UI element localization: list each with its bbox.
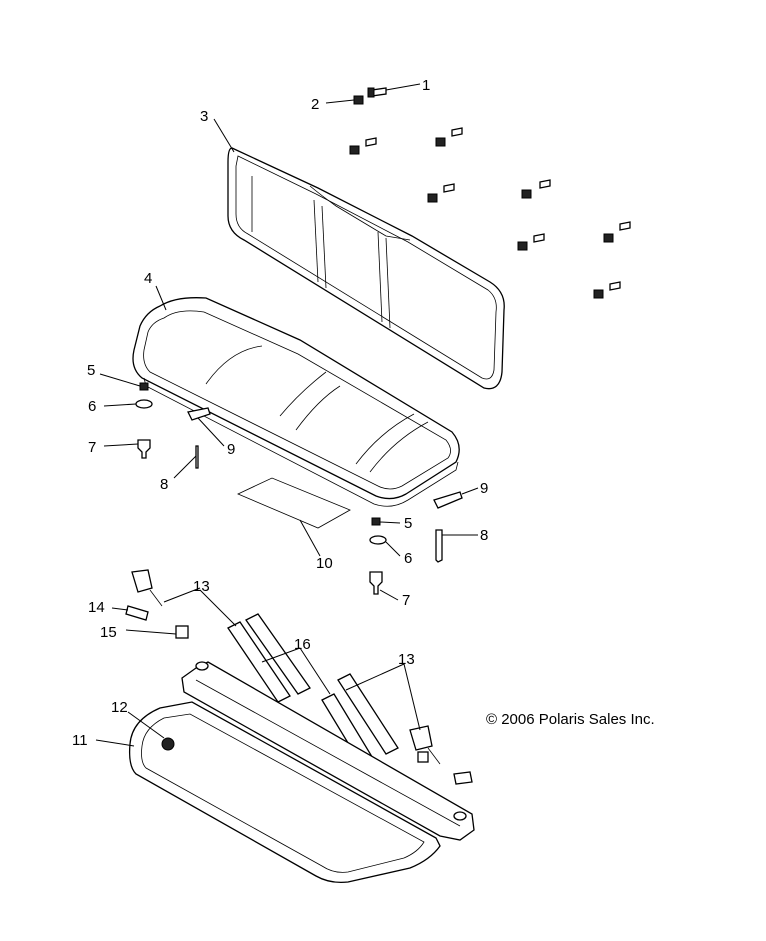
- belt-left-b: [245, 613, 311, 695]
- callout-5-left: 5: [87, 362, 95, 379]
- nut-2: [353, 95, 364, 105]
- callout-13-left: 13: [193, 578, 210, 595]
- bracket-9-left: [187, 407, 211, 421]
- callout-3: 3: [200, 108, 208, 125]
- seat-pad: [237, 477, 351, 529]
- seat-frame: [128, 661, 475, 884]
- screw-1: [367, 87, 387, 98]
- leader-lines: [95, 83, 479, 747]
- callout-7-right: 7: [402, 592, 410, 609]
- seat-cushion: [132, 297, 460, 507]
- buckle-left: [131, 569, 153, 593]
- callout-16: 16: [294, 636, 311, 653]
- washer-6-right: [369, 535, 387, 545]
- nut-5-right: [371, 517, 381, 526]
- fastener-7-right: [369, 571, 383, 595]
- callout-9-left: 9: [227, 441, 235, 458]
- pin-8-right: [435, 529, 443, 563]
- callout-5-right: 5: [404, 515, 412, 532]
- callout-15: 15: [100, 624, 117, 641]
- nut-12: [161, 737, 175, 751]
- seat-belts: [227, 613, 473, 785]
- seat-back: [227, 147, 505, 390]
- callout-7-left: 7: [88, 439, 96, 456]
- bolt-14: [125, 605, 149, 621]
- callout-2: 2: [311, 96, 319, 113]
- callout-6-right: 6: [404, 550, 412, 567]
- spacer-15: [175, 625, 189, 639]
- copyright-notice: © 2006 Polaris Sales Inc.: [486, 711, 655, 728]
- belt-right-b: [337, 673, 399, 755]
- callout-11: 11: [72, 732, 88, 749]
- callout-9-right: 9: [480, 480, 488, 497]
- callout-4: 4: [144, 270, 152, 287]
- callout-8-right: 8: [480, 527, 488, 544]
- callout-14: 14: [88, 599, 105, 616]
- pin-8-left: [195, 445, 199, 469]
- buckle-hardware: [125, 569, 189, 639]
- callout-1: 1: [422, 77, 430, 94]
- callout-8-left: 8: [160, 476, 168, 493]
- bracket-9-right: [433, 491, 463, 509]
- belt-left-a: [227, 621, 291, 703]
- left-seat-hardware: [135, 382, 211, 469]
- bolt-right: [453, 771, 473, 785]
- callout-12: 12: [111, 699, 128, 716]
- right-seat-hardware: [369, 491, 463, 595]
- nut-5-left: [139, 382, 149, 391]
- callout-6-left: 6: [88, 398, 96, 415]
- callout-labels: 1 2 3 4 5 6 7 8 9 9 5 8 6 10 7 13 14 15 …: [72, 77, 488, 749]
- washer-6-left: [135, 399, 153, 409]
- fastener-7-left: [137, 439, 151, 459]
- buckle-right: [409, 725, 433, 751]
- callout-13-right: 13: [398, 651, 415, 668]
- callout-10: 10: [316, 555, 333, 572]
